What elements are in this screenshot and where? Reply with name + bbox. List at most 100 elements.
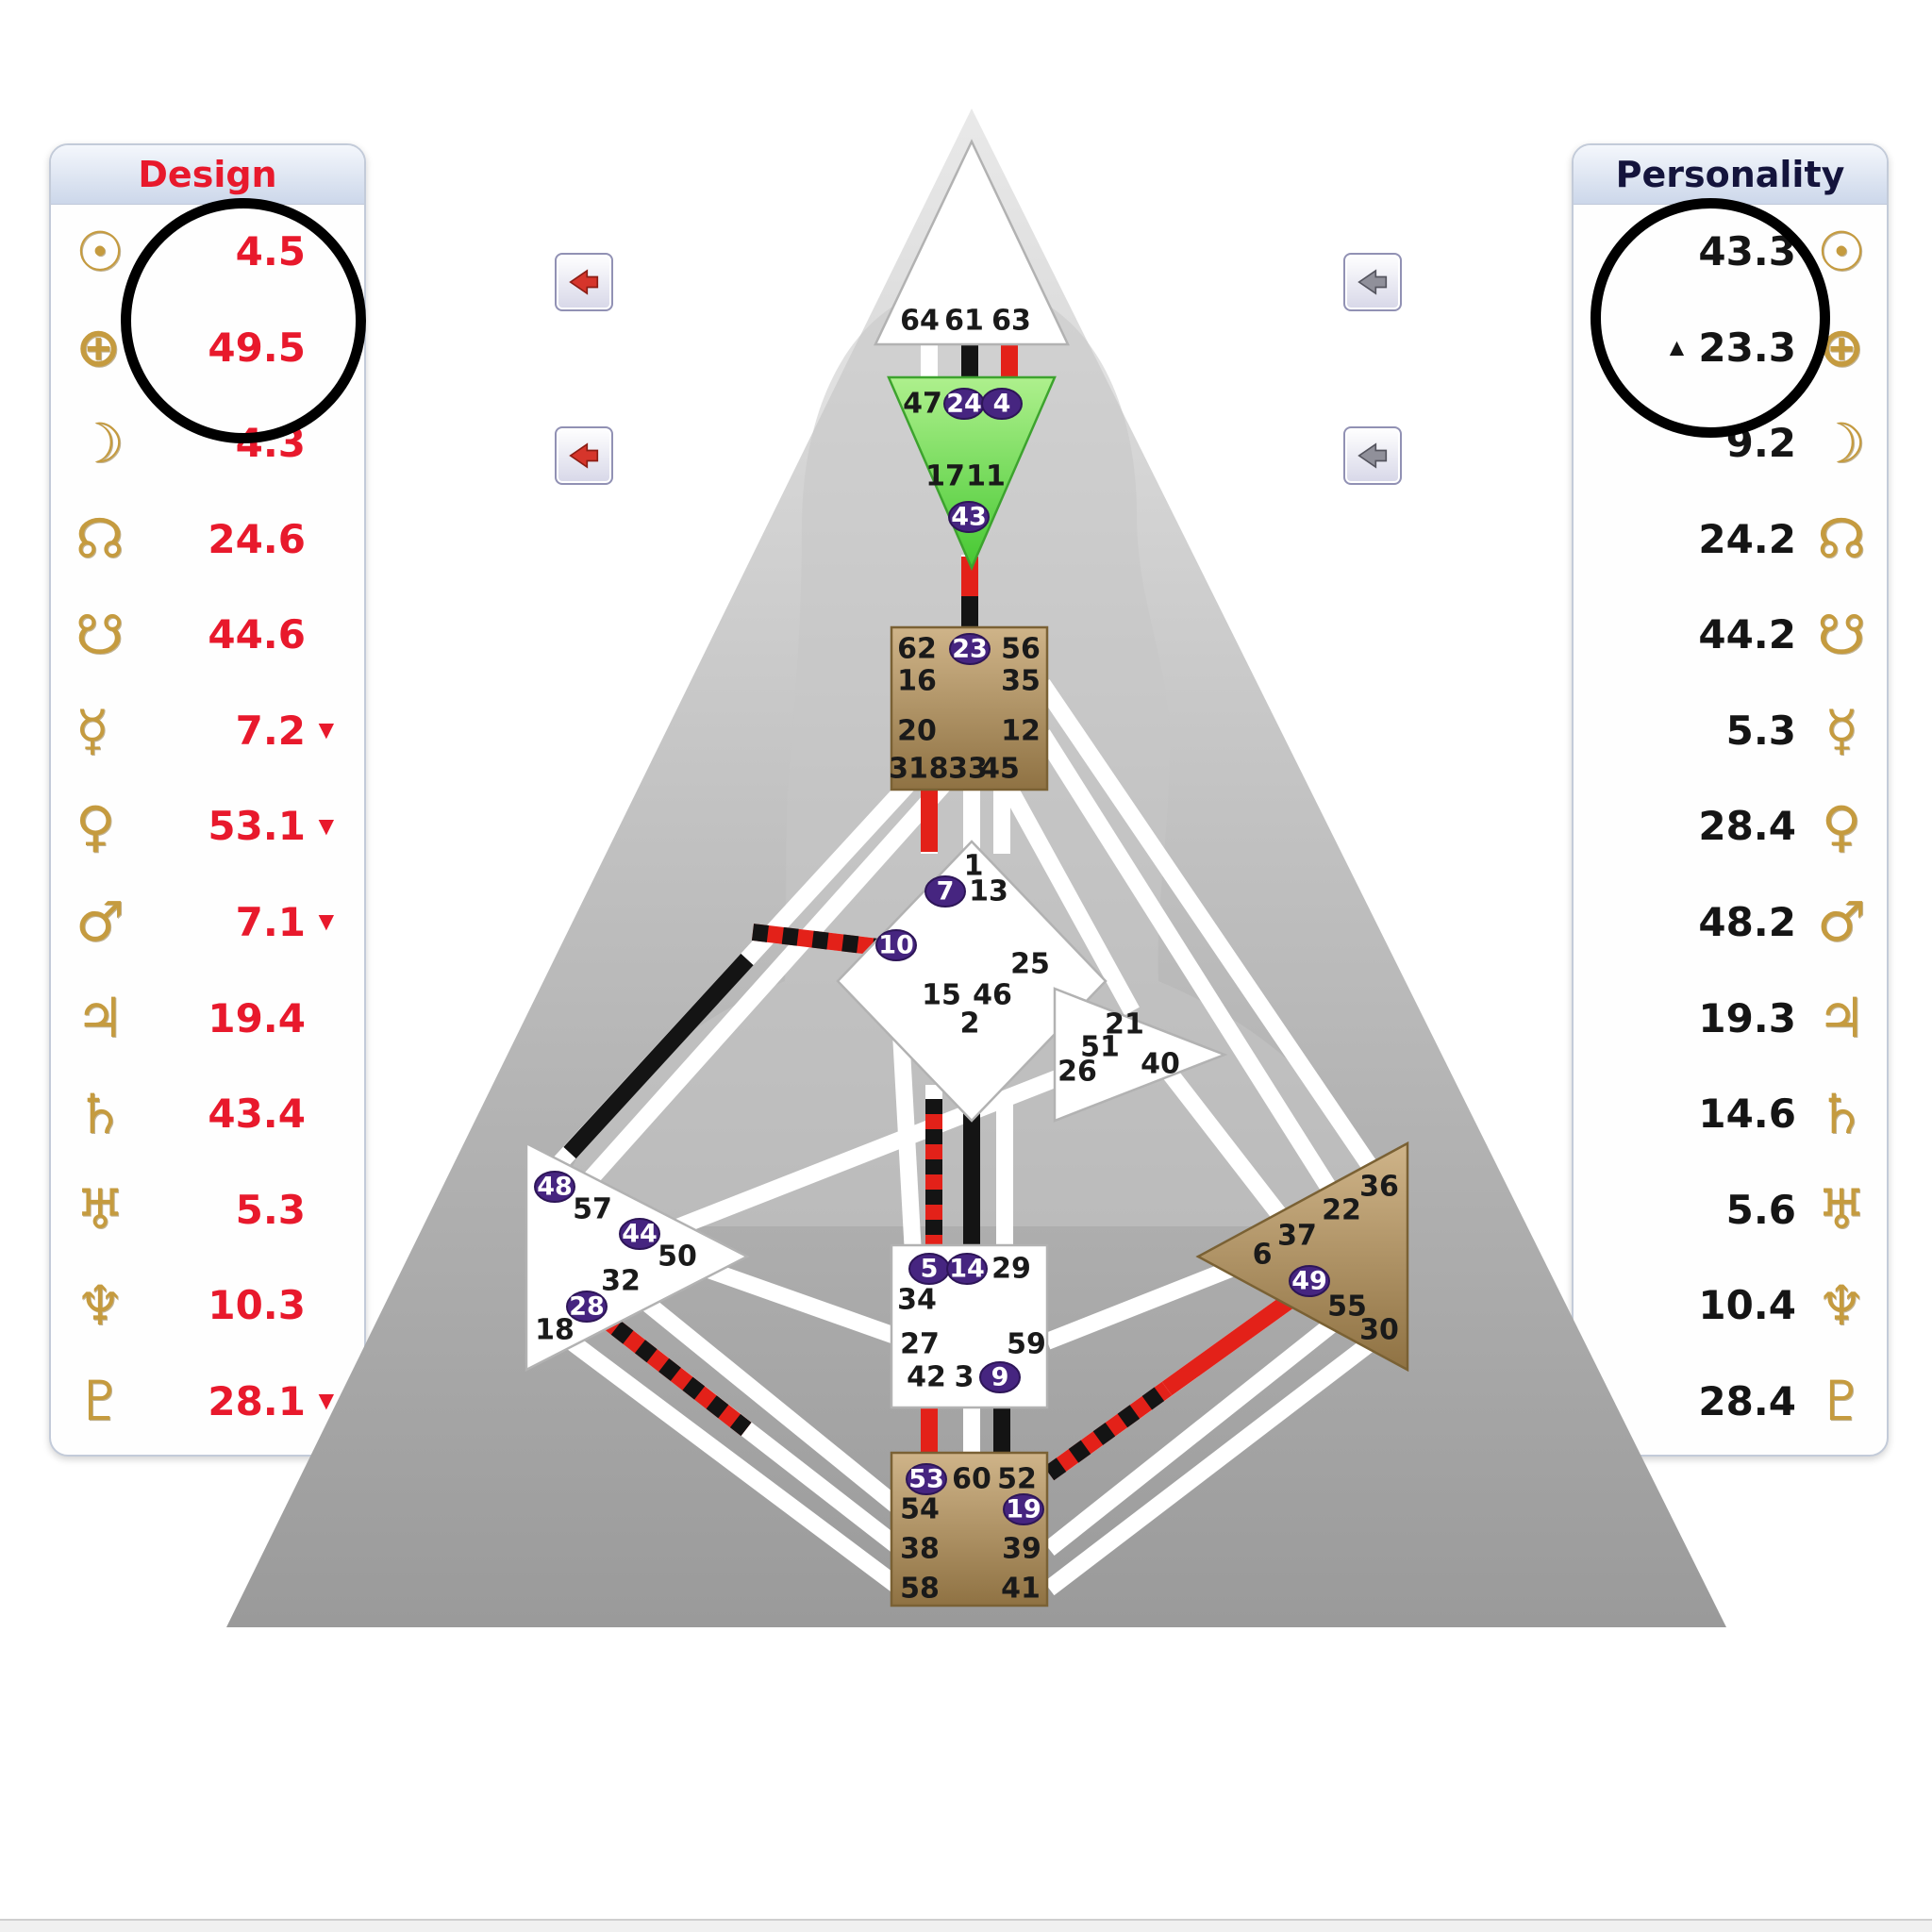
gate-21-label: 21 — [1105, 1008, 1144, 1041]
gate-29-label: 29 — [991, 1253, 1031, 1286]
mars-glyph: ♂ — [75, 890, 125, 955]
north-node-gate-line-value: 24.2 — [1698, 515, 1796, 562]
pluto-gate-line-value: 28.1 — [208, 1377, 306, 1424]
neptune-gate-line-value: 10.4 — [1698, 1282, 1796, 1329]
root-center — [890, 1451, 1049, 1607]
jupiter-glyph: ♃ — [1817, 986, 1866, 1051]
pluto-gate-line-value: 28.4 — [1698, 1377, 1796, 1424]
neptune-glyph: ♆ — [1817, 1273, 1866, 1338]
gate-9: 9 — [979, 1361, 1021, 1393]
gate-7-activation-oval — [924, 875, 966, 908]
channel-line — [1160, 1065, 1302, 1240]
gate-56-label: 56 — [1001, 633, 1041, 666]
head-center — [874, 139, 1070, 346]
gate-7: 7 — [924, 875, 966, 908]
design-step-back-button-top[interactable] — [555, 253, 613, 311]
gate-14-activation-oval — [946, 1253, 988, 1285]
gate-38: 38 — [900, 1533, 940, 1566]
gate-58: 58 — [900, 1573, 940, 1606]
gate-26-label: 26 — [1058, 1056, 1097, 1089]
neptune-gate-line-value: 10.3 — [208, 1282, 306, 1329]
gate-40: 40 — [1141, 1048, 1180, 1081]
design-row-venus: ♀ 53.1▼ — [51, 778, 364, 874]
uranus-glyph: ♅ — [1817, 1177, 1866, 1242]
gate-40-label: 40 — [1141, 1048, 1180, 1081]
channel-activation-black — [563, 953, 754, 1159]
gate-24: 24 — [943, 388, 985, 420]
gate-20-label: 20 — [897, 715, 937, 748]
channel-line — [1043, 1324, 1391, 1596]
north-node-glyph: ☊ — [75, 507, 125, 572]
north-node-glyph: ☊ — [1817, 507, 1866, 572]
gate-26: 26 — [1058, 1056, 1097, 1089]
venus-gate-line-value: 53.1 — [208, 803, 306, 850]
gate-57-label: 57 — [573, 1193, 612, 1226]
gate-24-label: 24 — [946, 390, 982, 419]
bottom-border — [0, 1919, 1932, 1932]
personality-step-back-button-top[interactable] — [1343, 253, 1402, 311]
gate-21: 21 — [1105, 1008, 1144, 1041]
personality-step-back-button-bottom[interactable] — [1343, 426, 1402, 485]
channel-activation-stripe — [751, 924, 896, 958]
gate-54: 54 — [900, 1493, 940, 1526]
gate-41: 41 — [1001, 1573, 1041, 1606]
gate-43-activation-oval — [948, 501, 990, 533]
gate-52: 52 — [997, 1463, 1037, 1496]
gate-19-label: 19 — [1006, 1495, 1041, 1524]
gray-left-arrow-icon — [1357, 269, 1388, 295]
gate-15-label: 15 — [922, 979, 961, 1012]
gate-36: 36 — [1359, 1171, 1399, 1204]
gate-45-label: 45 — [980, 753, 1020, 786]
design-planet-rows: ☉4.5⊕49.5☽4.3☊24.6☋44.6☿7.2▼♀53.1▼♂7.1▼♃… — [51, 204, 364, 1449]
venus-fixing-arrow: ▼ — [313, 810, 340, 841]
gate-29: 29 — [991, 1253, 1031, 1286]
gate-28: 28 — [566, 1291, 608, 1323]
gate-49-activation-oval — [1289, 1265, 1330, 1297]
gate-59: 59 — [1007, 1328, 1046, 1361]
gate-58-label: 58 — [900, 1573, 940, 1606]
gate-13: 13 — [969, 875, 1008, 908]
channel-line — [1035, 678, 1390, 1190]
gate-47-label: 47 — [903, 388, 942, 421]
venus-glyph: ♀ — [75, 793, 116, 858]
gate-63-label: 63 — [991, 305, 1031, 338]
uranus-glyph: ♅ — [75, 1177, 125, 1242]
design-panel-title: Design — [138, 154, 277, 195]
channel-activations — [563, 341, 1317, 1481]
gate-16-label: 16 — [897, 665, 937, 698]
pluto-glyph: ♇ — [75, 1369, 125, 1434]
gate-27-label: 27 — [900, 1328, 940, 1361]
gate-47: 47 — [903, 388, 942, 421]
personality-row-mars: 48.2♂ — [1574, 874, 1887, 971]
gate-48: 48 — [534, 1171, 575, 1203]
gate-46: 46 — [973, 979, 1012, 1012]
design-row-mars: ♂7.1▼ — [51, 874, 364, 971]
personality-row-uranus: 5.6♅ — [1574, 1161, 1887, 1257]
gate-49-label: 49 — [1291, 1267, 1327, 1296]
gate-53-label: 53 — [908, 1465, 944, 1494]
gate-10-label: 10 — [878, 931, 914, 960]
design-step-back-button-bottom[interactable] — [555, 426, 613, 485]
gate-35-label: 35 — [1001, 665, 1041, 698]
design-panel: Design ☉4.5⊕49.5☽4.3☊24.6☋44.6☿7.2▼♀53.1… — [49, 143, 366, 1457]
channel-line — [1035, 729, 1352, 1217]
mercury-glyph: ☿ — [1824, 698, 1858, 763]
gate-14-label: 14 — [949, 1255, 985, 1284]
gate-39: 39 — [1002, 1533, 1041, 1566]
gate-18: 18 — [535, 1314, 575, 1347]
gate-6: 6 — [1253, 1239, 1273, 1272]
gate-23: 23 — [949, 633, 991, 665]
gate-22: 22 — [1322, 1194, 1361, 1227]
gate-7-label: 7 — [937, 877, 955, 907]
sun-glyph: ☉ — [75, 219, 125, 284]
gate-17: 17 — [925, 460, 965, 493]
gate-35: 35 — [1001, 665, 1041, 698]
mars-gate-line-value: 7.1 — [235, 898, 306, 945]
personality-row-mercury: 5.3 ☿ — [1574, 683, 1887, 779]
design-row-earth: ⊕49.5 — [51, 300, 364, 396]
mercury-gate-line-value: 5.3 — [1725, 707, 1796, 754]
earth-glyph: ⊕ — [75, 315, 122, 380]
gate-43: 43 — [948, 501, 990, 533]
gate-44: 44 — [619, 1218, 660, 1250]
gate-5-label: 5 — [921, 1255, 939, 1284]
